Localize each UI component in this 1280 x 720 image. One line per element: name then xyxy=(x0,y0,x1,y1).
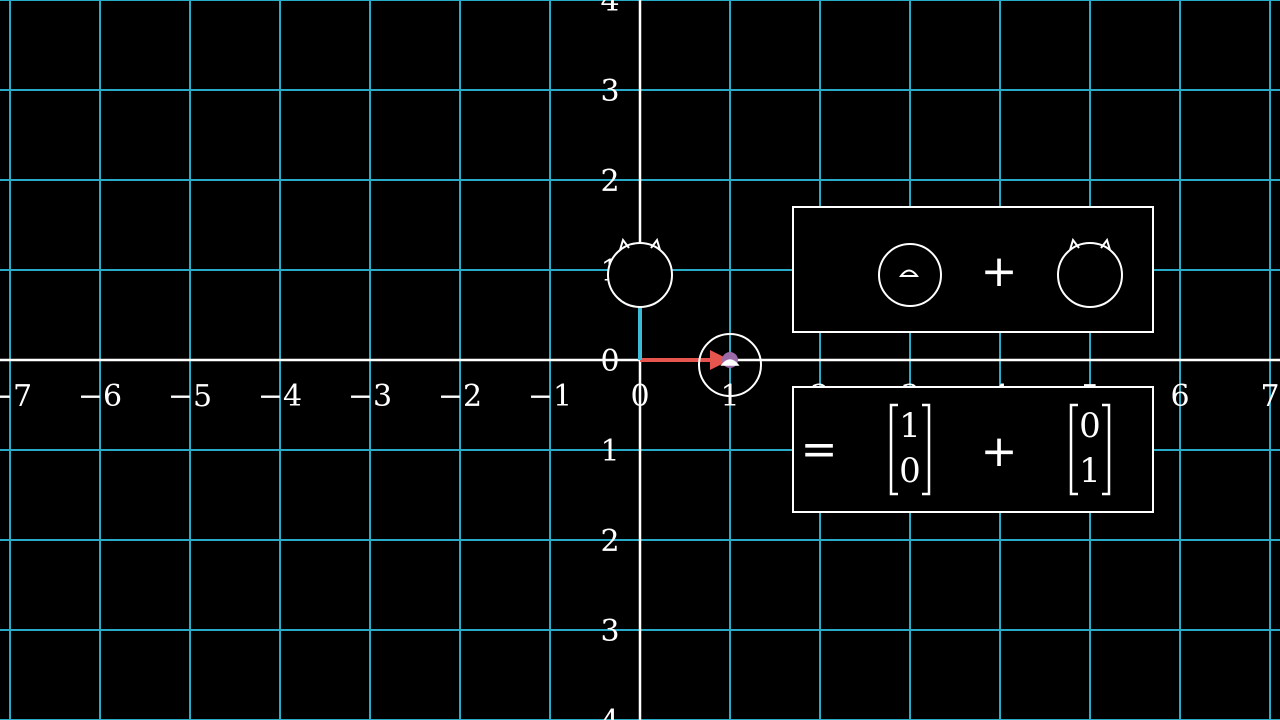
matrix-two-bottom-entry: 1 xyxy=(1079,451,1101,491)
x-tick-label: −6 xyxy=(78,379,122,414)
bottom-plus-sign: + xyxy=(981,426,1018,477)
small-eared-creature-icon xyxy=(1057,237,1123,308)
equals-sign: = xyxy=(801,424,838,475)
y-tick-label: 3 xyxy=(600,614,619,649)
matrix-one-top-entry: 1 xyxy=(899,406,921,446)
y-tick-label: 0 xyxy=(600,344,619,379)
equation-bottom-frame xyxy=(792,386,1154,513)
x-tick-label: −1 xyxy=(528,379,572,414)
creature-body xyxy=(698,333,762,397)
y-tick-label: 4 xyxy=(600,0,619,19)
x-tick-label: 7 xyxy=(1260,379,1279,414)
equation-bottom-box: = 1 0 + 0 1 xyxy=(792,386,1154,513)
y-tick-label: 2 xyxy=(600,524,619,559)
equation-top-box: + xyxy=(792,206,1154,333)
matrix-two-top-entry: 0 xyxy=(1079,406,1101,446)
y-tick-label: 1 xyxy=(600,434,619,469)
creature-mouth xyxy=(720,359,740,366)
pi-creatures xyxy=(607,237,762,397)
x-tick-label: −5 xyxy=(168,379,212,414)
y-tick-labels: 432101234 xyxy=(600,0,619,720)
creature-right-ear xyxy=(650,237,661,251)
small-creature-icon xyxy=(878,243,942,307)
y-tick-label: 3 xyxy=(600,74,619,109)
y-tick-label: 2 xyxy=(600,164,619,199)
x-tick-label: 6 xyxy=(1170,379,1189,414)
x-tick-label: 0 xyxy=(630,379,649,414)
x-tick-label: −2 xyxy=(438,379,482,414)
matrix-one-bottom-entry: 0 xyxy=(899,451,921,491)
i-hat-arrowhead xyxy=(710,350,730,370)
matrix-one: 1 0 xyxy=(889,403,931,496)
creature-body xyxy=(607,242,673,308)
x-tick-label: −7 xyxy=(0,379,32,414)
matrix-two: 0 1 xyxy=(1069,403,1111,496)
top-plus-sign: + xyxy=(981,246,1018,297)
creature-at-i xyxy=(698,333,762,397)
x-tick-label: −4 xyxy=(258,379,302,414)
x-tick-label: −3 xyxy=(348,379,392,414)
eared-creature-at-j xyxy=(607,237,673,308)
creature-left-ear xyxy=(619,237,630,251)
equation-top-frame xyxy=(792,206,1154,333)
y-tick-label: 4 xyxy=(600,704,619,720)
i-hat-vector xyxy=(640,350,730,370)
